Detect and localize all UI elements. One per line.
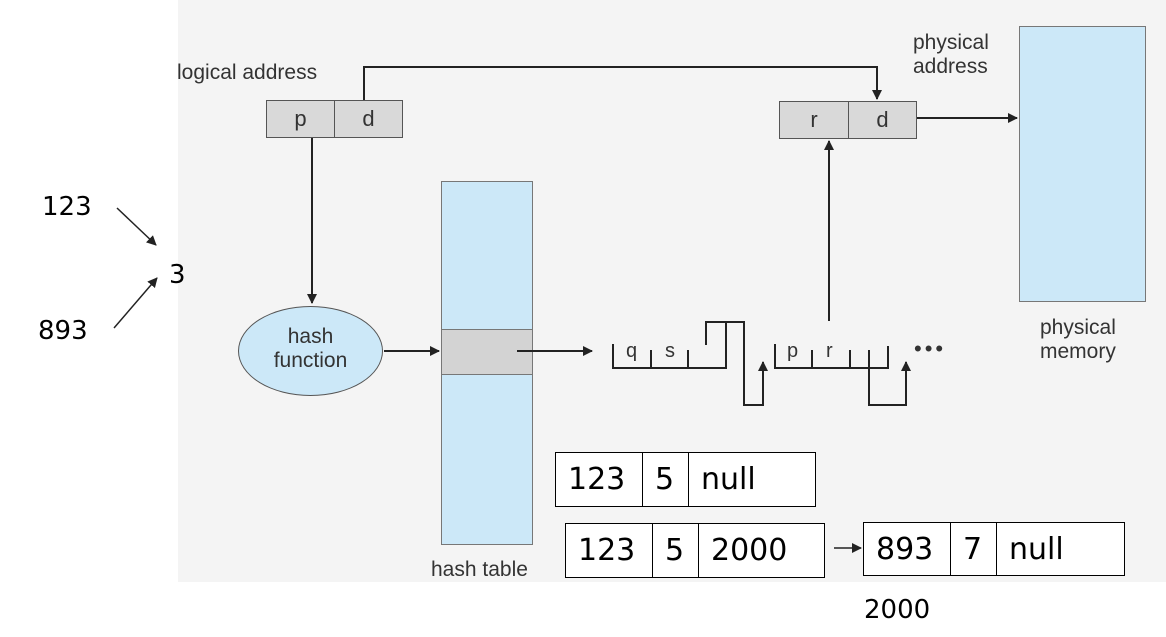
- chain-link-1: [726, 321, 768, 406]
- offset-arrow: [363, 66, 882, 100]
- chain-node-1: [612, 321, 727, 369]
- physical-memory-label: physical memory: [1040, 316, 1116, 363]
- logical-offset-cell: d: [334, 100, 403, 138]
- note-key-123: 123: [42, 192, 92, 222]
- physical-frame-cell: r: [779, 101, 849, 139]
- chain-node-2: [774, 344, 889, 369]
- chain-ellipsis: •••: [914, 336, 947, 361]
- hash-function: [238, 306, 383, 396]
- record-2: 123 5 2000: [565, 523, 825, 578]
- record-2-key: 123: [578, 533, 636, 568]
- hash-table-label: hash table: [431, 558, 528, 581]
- record-1-key: 123: [568, 462, 626, 497]
- chain-link-2: [868, 350, 911, 406]
- record-3-key: 893: [876, 531, 934, 567]
- physical-offset-cell: d: [848, 101, 917, 139]
- record-3: 893 7 null: [863, 522, 1125, 576]
- note-bucket: 3: [169, 260, 186, 290]
- record-3-next: null: [996, 523, 1124, 575]
- physical-address-label: physical address: [913, 31, 989, 78]
- note-arrow-893: [113, 277, 158, 329]
- chain-node-1-key: q: [626, 340, 638, 362]
- hash-function-label: hash function: [273, 325, 348, 372]
- record-2-value: 5: [652, 524, 698, 577]
- chain-node-1-value: s: [665, 340, 675, 362]
- logical-address-label: logical address: [177, 61, 318, 84]
- physical-memory-block: [1019, 26, 1146, 302]
- record-1-next: null: [688, 453, 815, 506]
- record-3-address: 2000: [864, 595, 931, 625]
- record-3-value: 7: [950, 523, 996, 575]
- note-arrow-123: [116, 207, 157, 246]
- note-key-893: 893: [38, 316, 88, 346]
- chain-node-2-key: p: [787, 340, 799, 362]
- record-1: 123 5 null: [555, 452, 816, 507]
- record-1-value: 5: [642, 453, 688, 506]
- chain-node-2-value: r: [826, 340, 833, 362]
- record-2-next: 2000: [698, 524, 824, 577]
